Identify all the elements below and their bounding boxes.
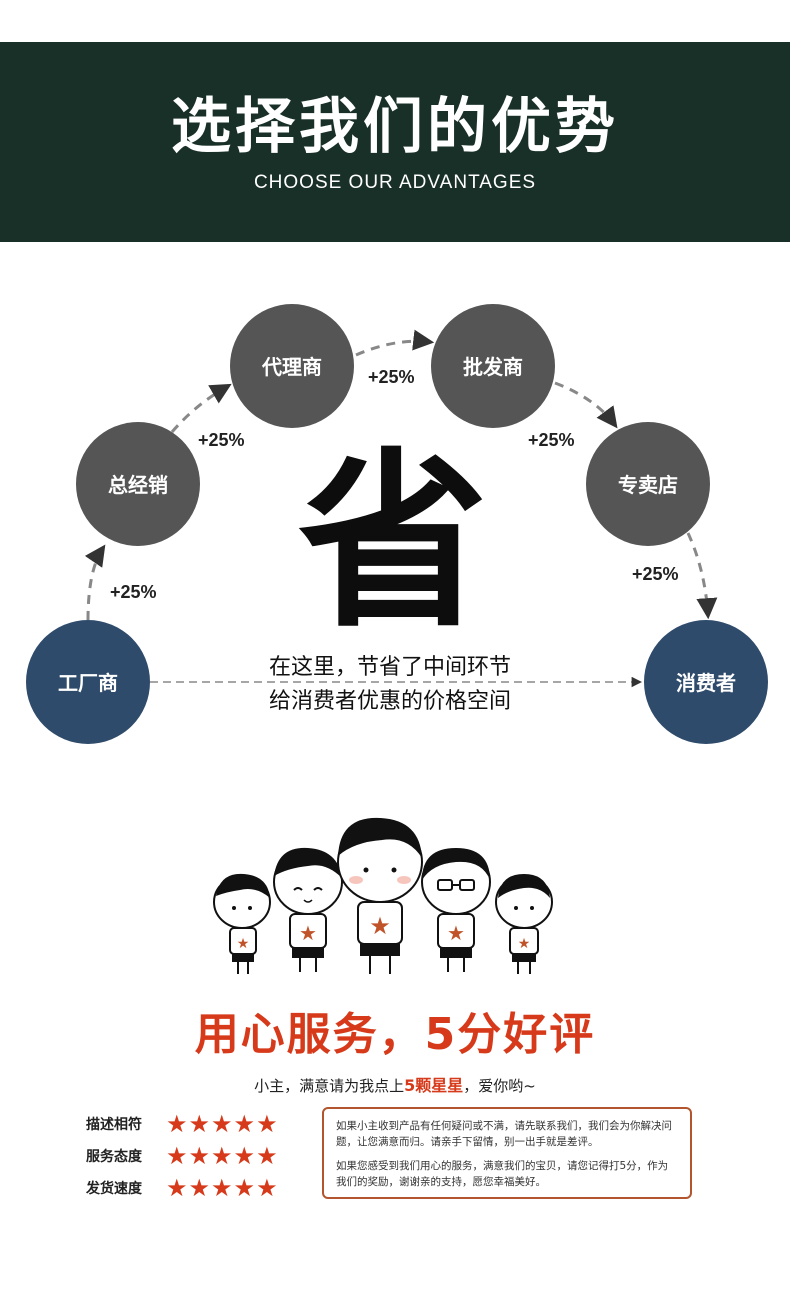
rating-request-highlight: 5颗星星 — [404, 1076, 464, 1095]
rating-request-suffix: ，爱你哟~ — [463, 1077, 536, 1095]
supply-chain-diagram: 工厂商 总经销 代理商 批发商 专卖店 消费者 +25% +25% +25% +… — [26, 304, 768, 744]
service-note-paragraph-2: 如果您感受到我们用心的服务，满意我们的宝贝，请您记得打5分，作为我们的奖励，谢谢… — [336, 1160, 669, 1188]
rating-row-shipping: 发货速度 ★★★★★ — [86, 1172, 316, 1204]
arc-factory-distributor — [84, 544, 106, 621]
page-subtitle: CHOOSE OUR ADVANTAGES — [253, 172, 537, 193]
arc-store-consumer — [686, 532, 718, 620]
markup-label-5: +25% — [632, 564, 679, 584]
svg-text:★: ★ — [299, 921, 317, 945]
rating-list: 描述相符 ★★★★★ 服务态度 ★★★★★ 发货速度 ★★★★★ — [86, 1108, 316, 1204]
savings-note-line2: 给消费者优惠的价格空间 — [269, 689, 511, 714]
rating-label: 发货速度 — [86, 1181, 142, 1197]
markup-label-2: +25% — [198, 430, 245, 450]
node-factory-label: 工厂商 — [58, 671, 118, 695]
kid-2-figure: ★ — [273, 847, 343, 972]
rating-row-service: 服务态度 ★★★★★ — [86, 1140, 316, 1172]
node-consumer-label: 消费者 — [676, 671, 736, 695]
node-wholesaler: 批发商 — [431, 304, 555, 428]
kid-1-figure: ★ — [213, 873, 271, 974]
node-store-label: 专卖店 — [618, 473, 678, 497]
node-distributor: 总经销 — [76, 422, 200, 546]
service-slogan: 用心服务，5分好评 — [194, 1009, 596, 1060]
kid-5-figure: ★ — [495, 874, 553, 974]
service-note-box: 如果小主收到产品有任何疑问或不满，请先联系我们，我们会为你解决问题，让您满意而归… — [322, 1107, 692, 1199]
node-distributor-label: 总经销 — [108, 473, 168, 497]
rating-row-description: 描述相符 ★★★★★ — [86, 1108, 316, 1140]
kid-3-figure: ★ — [337, 817, 423, 974]
savings-note-line1: 在这里，节省了中间环节 — [269, 655, 511, 680]
node-store: 专卖店 — [586, 422, 710, 546]
node-agent-label: 代理商 — [261, 355, 322, 379]
node-consumer: 消费者 — [644, 620, 768, 744]
service-note-paragraph-1: 如果小主收到产品有任何疑问或不满，请先联系我们，我们会为你解决问题，让您满意而归… — [336, 1120, 672, 1148]
rating-label: 描述相符 — [86, 1117, 142, 1133]
rating-label: 服务态度 — [86, 1149, 142, 1165]
node-agent: 代理商 — [230, 304, 354, 428]
arc-agent-wholesaler — [355, 329, 435, 357]
arc-wholesaler-store — [554, 381, 618, 429]
star-rating-icon: ★★★★★ — [166, 1142, 279, 1170]
markup-label-4: +25% — [528, 430, 575, 450]
kid-4-figure: ★ — [421, 848, 491, 972]
markup-label-3: +25% — [368, 367, 415, 387]
node-factory: 工厂商 — [26, 620, 150, 744]
svg-text:★: ★ — [369, 912, 391, 940]
save-character: 省 — [298, 432, 488, 653]
markup-label-1: +25% — [110, 582, 157, 602]
rating-request: 小主，满意请为我点上5颗星星，爱你哟~ — [0, 1072, 790, 1096]
star-rating-icon: ★★★★★ — [166, 1174, 279, 1202]
cartoon-kids-illustration: ★ ★ ★ ★ — [213, 817, 553, 974]
svg-text:★: ★ — [447, 921, 465, 945]
svg-text:★: ★ — [518, 936, 531, 952]
arc-distributor-agent — [170, 383, 232, 433]
star-rating-icon: ★★★★★ — [166, 1110, 279, 1138]
page-title: 选择我们的优势 — [171, 92, 619, 162]
svg-text:★: ★ — [237, 936, 250, 952]
node-wholesaler-label: 批发商 — [463, 355, 523, 379]
header-banner: 选择我们的优势 CHOOSE OUR ADVANTAGES — [0, 42, 790, 242]
rating-request-prefix: 小主，满意请为我点上 — [254, 1077, 405, 1095]
